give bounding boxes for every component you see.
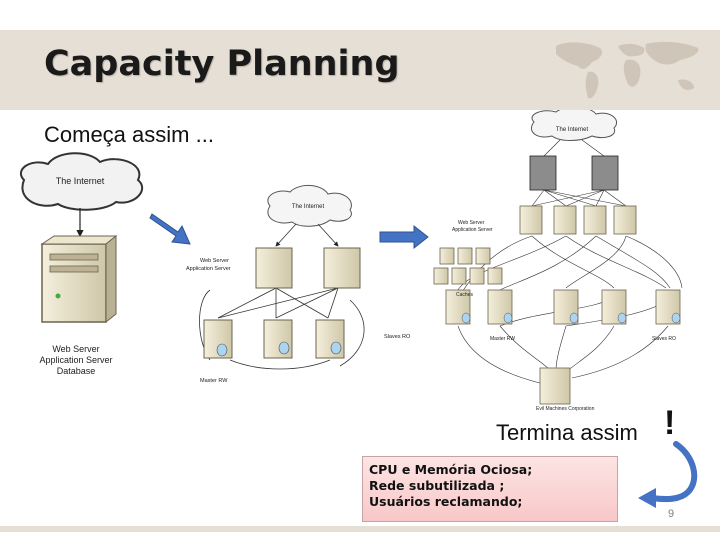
server-icon — [40, 234, 118, 324]
small-server-line-1: Web Server — [52, 344, 99, 354]
large-internet-label: The Internet — [556, 127, 589, 133]
small-diagram: The Internet Web Server Application Serv… — [20, 152, 144, 376]
slide-title: Capacity Planning — [44, 44, 400, 84]
note-line-users: Usuários reclamando; — [369, 494, 523, 509]
medium-web-line-1: Web Server — [200, 258, 229, 264]
medium-master-label: Master RW — [200, 378, 228, 384]
small-server-line-3: Database — [57, 366, 96, 376]
note-line-network: Rede subutilizada ; — [369, 478, 505, 493]
cloud-icon — [20, 152, 144, 211]
medium-internet-label: The Internet — [292, 204, 325, 210]
small-server-line-2: Application Server — [39, 355, 112, 365]
blue-arrow-icon — [379, 224, 429, 250]
architecture-diagrams: The Internet Web Server Application Serv… — [20, 110, 683, 412]
medium-web-line-2: Application Server — [186, 266, 231, 272]
large-slaves-label: Slaves RO — [652, 336, 676, 342]
large-master-label: Master RW — [490, 336, 515, 342]
large-caches-label: Caches — [456, 292, 473, 298]
large-web-line-1: Web Server — [458, 220, 485, 226]
slide-subtitle: Começa assim ... — [44, 122, 214, 147]
large-evil-label: Evil Machines Corporation — [536, 406, 595, 412]
exclamation-mark: ! — [664, 404, 676, 442]
small-internet-label: The Internet — [56, 176, 105, 186]
medium-diagram: The Internet — [186, 185, 411, 384]
bottom-strip — [0, 526, 720, 532]
title-band — [0, 30, 720, 110]
large-diagram: The Internet — [433, 110, 683, 412]
large-web-line-2: Application Server — [452, 227, 493, 233]
problem-note: CPU e Memória Ociosa; Rede subutilizada … — [362, 456, 618, 522]
curved-arrow-icon — [638, 441, 698, 508]
world-map-icon — [556, 41, 699, 99]
blue-arrow-icon — [149, 213, 191, 245]
note-line-cpu: CPU e Memória Ociosa; — [369, 462, 533, 477]
page-number: 9 — [668, 508, 675, 520]
ending-text: Termina assim — [496, 420, 638, 445]
medium-slaves-label: Slaves RO — [384, 334, 411, 340]
